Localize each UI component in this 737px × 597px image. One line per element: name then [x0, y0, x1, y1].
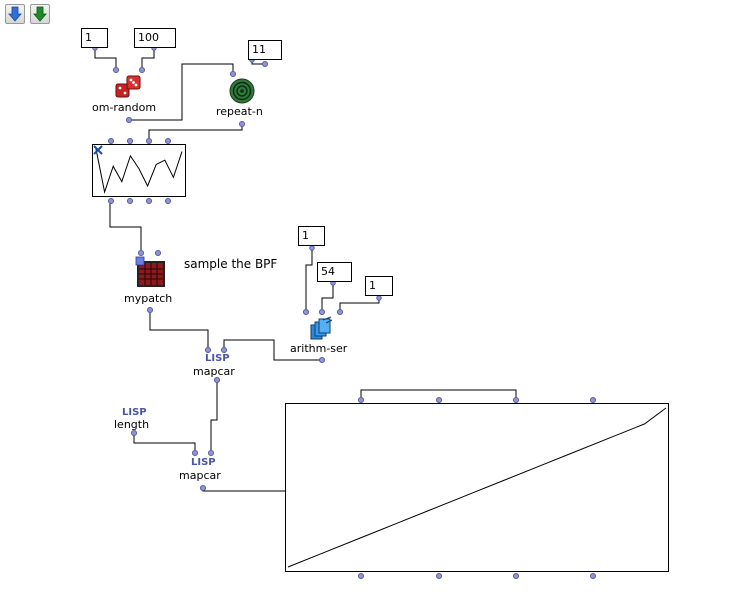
result-bpf-editor-box[interactable] — [285, 403, 669, 572]
mapcar-2-label: mapcar — [179, 469, 221, 482]
result-line-chart — [287, 407, 667, 568]
length-lisp-icon[interactable]: LISP — [122, 407, 147, 418]
stack-icon — [310, 316, 333, 340]
om-random-label: om-random — [92, 101, 157, 114]
number-box-random-min[interactable]: 1 — [81, 28, 108, 48]
bpf-select-icon — [93, 145, 103, 155]
number-box-series-end[interactable]: 54 — [317, 262, 352, 282]
toolbar-button-green[interactable] — [30, 4, 50, 24]
spiral-icon — [229, 78, 255, 104]
repeat-n-box[interactable] — [229, 78, 255, 104]
number-box-series-step[interactable]: 1 — [365, 276, 393, 296]
arithm-ser-box[interactable] — [309, 316, 335, 342]
length-label: length — [114, 418, 150, 431]
om-random-box[interactable] — [114, 73, 144, 101]
bpf-chart — [95, 148, 183, 194]
bpf-series-line — [95, 148, 183, 194]
number-box-repeat-count[interactable]: 11 — [248, 40, 282, 60]
mapcar-1-lisp-icon[interactable]: LISP — [205, 353, 230, 364]
toolbar-button-blue[interactable] — [5, 4, 25, 24]
bpf-editor-box[interactable] — [92, 144, 186, 197]
dice-icon — [115, 75, 141, 98]
repeat-n-label: repeat-n — [216, 105, 263, 118]
mapcar-2-lisp-icon[interactable]: LISP — [191, 457, 216, 468]
mypatch-label: mypatch — [124, 292, 173, 305]
patch-lock-icon — [135, 256, 145, 266]
arithm-ser-label: arithm-ser — [290, 342, 348, 355]
mypatch-box[interactable] — [135, 256, 166, 288]
arrow-down-green-icon — [33, 6, 47, 22]
mapcar-1-label: mapcar — [193, 365, 235, 378]
result-series-line — [287, 407, 667, 568]
arrow-down-blue-icon — [8, 6, 22, 22]
number-box-series-start[interactable]: 1 — [298, 226, 325, 246]
number-box-random-max[interactable]: 100 — [134, 28, 176, 48]
comment-sample-bpf: sample the BPF — [184, 257, 278, 271]
